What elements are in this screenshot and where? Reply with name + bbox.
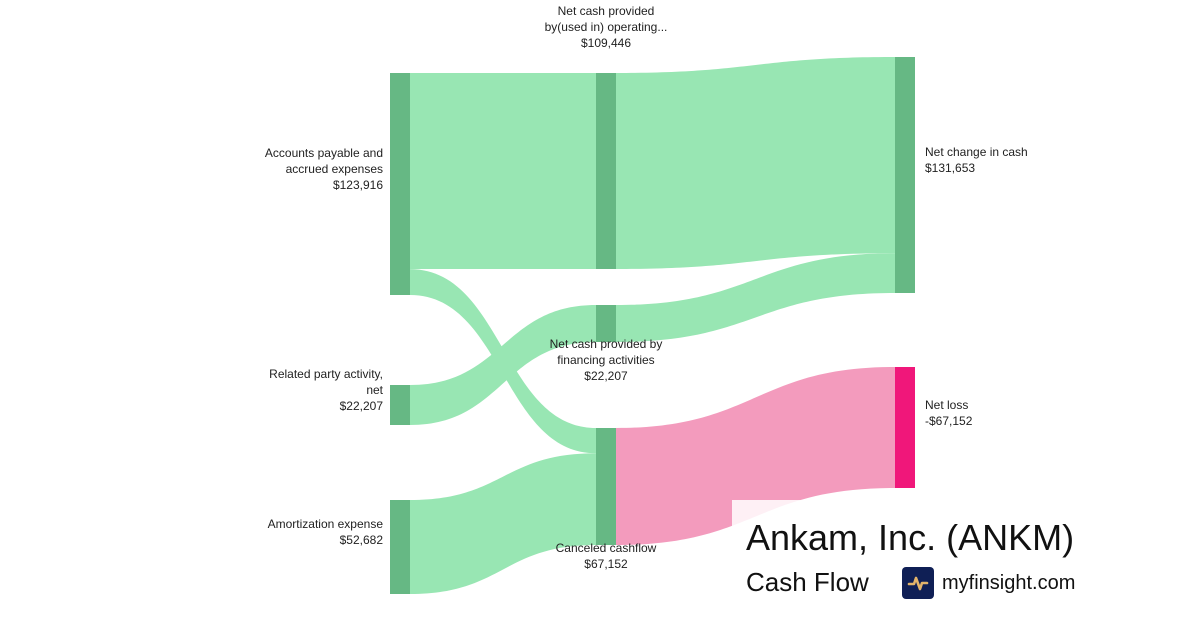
node-label-operating: Net cash provided by(used in) operating.…	[544, 4, 668, 50]
node-ap	[390, 73, 410, 295]
node-op	[596, 73, 616, 269]
node-fin	[596, 305, 616, 342]
title-backdrop	[732, 500, 1102, 625]
node-label-net-loss: Net loss-$67,152	[925, 398, 973, 428]
node-label-amortization: Amortization expense$52,682	[267, 517, 383, 547]
link-rp-fin	[410, 305, 596, 425]
node-cc	[596, 428, 616, 545]
link-fin-nc	[616, 253, 895, 342]
link-ap-op	[410, 73, 596, 270]
node-nc	[895, 57, 915, 293]
page-subtitle: Cash Flow	[746, 567, 869, 597]
link-am-cc	[410, 453, 596, 594]
brand: myfinsight.com	[902, 567, 1075, 599]
brand-site: myfinsight.com	[942, 571, 1076, 594]
link-cc-nl	[616, 367, 895, 545]
node-label-related-party: Related party activity, net$22,207	[269, 367, 383, 413]
node-am	[390, 500, 410, 594]
node-label-accounts-payable: Accounts payable and accrued expenses$12…	[264, 146, 383, 192]
node-label-canceled: Canceled cashflow$67,152	[555, 541, 657, 571]
pulse-logo-icon	[902, 567, 934, 599]
link-op-nc	[616, 57, 895, 269]
node-rp	[390, 385, 410, 425]
node-label-net-change: Net change in cash$131,653	[925, 145, 1028, 175]
company-title: Ankam, Inc. (ANKM)	[746, 517, 1075, 558]
node-label-financing: Net cash provided by financing activitie…	[549, 337, 663, 383]
node-nl	[895, 367, 915, 488]
